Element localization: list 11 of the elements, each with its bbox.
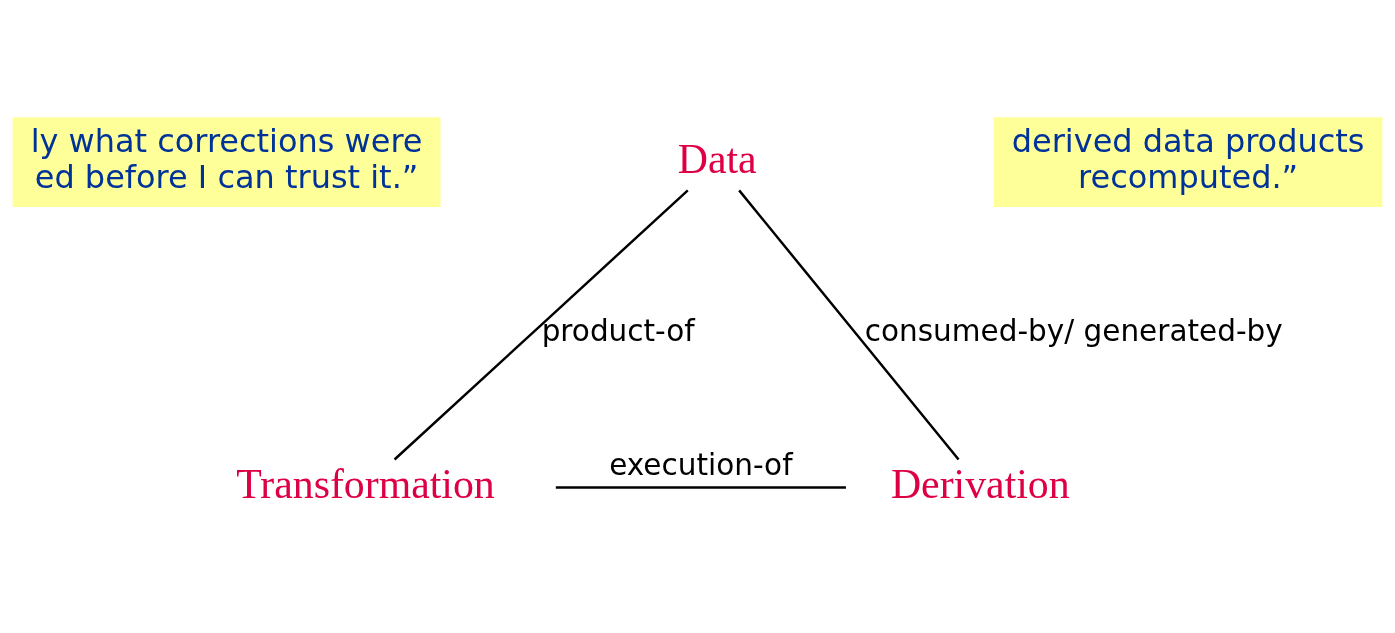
connector [738, 189, 960, 461]
node-text: Transformation [236, 461, 495, 508]
connector [555, 486, 846, 489]
connector [393, 189, 689, 461]
edge-label: execution-of [609, 448, 793, 483]
node-box: derived data products recomputed.” [993, 117, 1383, 208]
node-text: Data [677, 135, 757, 182]
node-box: ly what corrections were ed before I can trust it.” [12, 117, 441, 208]
edge-label: product-of [541, 313, 695, 348]
edge-label: consumed-by/ generated-by [864, 313, 1283, 348]
node-text: Derivation [890, 461, 1070, 508]
